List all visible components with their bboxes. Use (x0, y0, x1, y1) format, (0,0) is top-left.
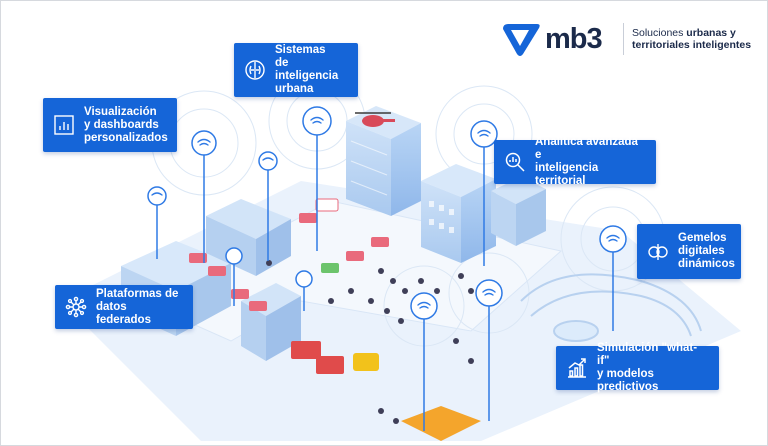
growth-chart-icon (568, 358, 586, 378)
mb3-logo-icon (503, 24, 540, 56)
brain-icon (245, 60, 265, 80)
brand-tagline: Soluciones urbanas y territoriales intel… (632, 27, 752, 51)
brand-logo: mb3 Soluciones urbanas y territoriales i… (501, 19, 751, 61)
helicopter (355, 112, 395, 127)
magnifier-analytics-icon (505, 152, 525, 172)
construction-zone (401, 406, 481, 441)
dashboard-chart-icon (54, 115, 74, 135)
wifi-arcs (151, 116, 620, 309)
brand-name: mb3 (545, 23, 603, 55)
sensor-poles (156, 131, 614, 431)
network-hub-icon (65, 296, 87, 318)
right-buildings (421, 164, 546, 263)
arena-structure (520, 273, 702, 342)
twin-circles-icon (648, 243, 668, 260)
vehicles (189, 198, 389, 374)
logo-divider (623, 23, 624, 55)
central-tower (346, 106, 421, 216)
callout-simulacion-what-if: Simulación "what-if"y modelos predictivo… (556, 342, 719, 393)
crowd (266, 260, 474, 424)
